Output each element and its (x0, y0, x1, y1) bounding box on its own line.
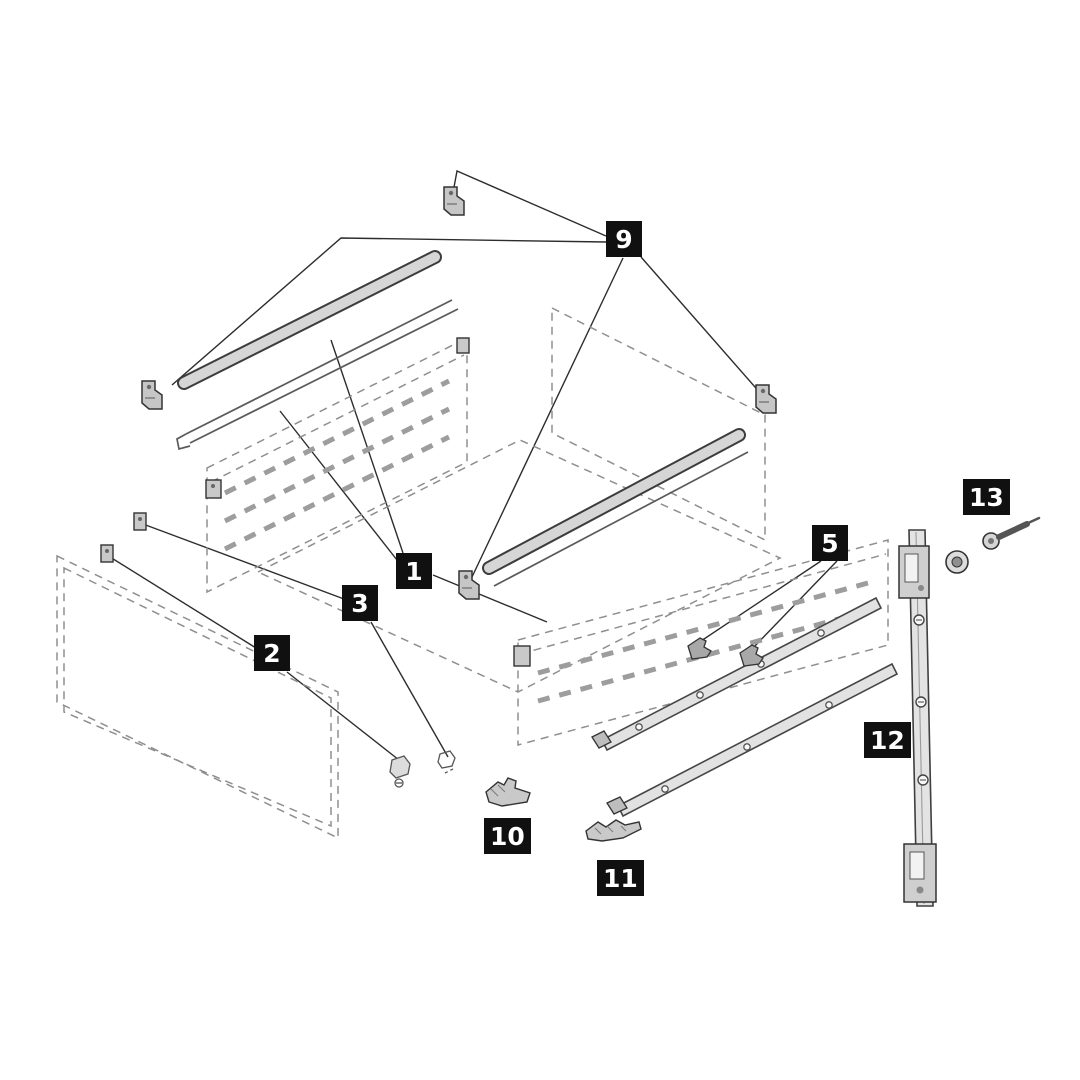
corner-brackets (141, 186, 777, 600)
callout-1: 1 (396, 553, 432, 589)
back-panel-outline (206, 336, 468, 594)
corner-bracket-right (755, 384, 777, 414)
corner-bracket-front (458, 570, 480, 600)
bottom-panel-outline (256, 439, 782, 693)
rail-holder-profiles (176, 299, 749, 587)
latch-parts (687, 637, 764, 667)
grommet-part (945, 550, 969, 574)
leader-lines (109, 170, 838, 761)
callout-5: 5 (812, 525, 848, 561)
corner-bracket-left (141, 380, 163, 410)
clip-part (585, 819, 642, 842)
gallery-rails (177, 250, 746, 575)
corner-bracket-top (443, 186, 465, 216)
callout-2: 2 (254, 635, 290, 671)
pin-part (982, 516, 1041, 550)
right-back-panel-outline (551, 306, 766, 542)
vent-slots (223, 378, 869, 704)
dashed-panels (56, 306, 889, 840)
front-bracket-part (485, 777, 531, 807)
callout-13: 13 (963, 479, 1010, 515)
small-brackets (100, 337, 531, 667)
callout-10: 10 (484, 818, 531, 854)
screw-fittings (389, 750, 456, 788)
front-panel-outline (56, 554, 339, 840)
right-side-panel-outline (517, 539, 889, 746)
callout-12: 12 (864, 722, 911, 758)
drawer-slide-rails (591, 596, 899, 818)
callout-3: 3 (342, 585, 378, 621)
callout-9: 9 (606, 221, 642, 257)
vertical-rail (898, 529, 937, 907)
callout-11: 11 (597, 860, 644, 896)
